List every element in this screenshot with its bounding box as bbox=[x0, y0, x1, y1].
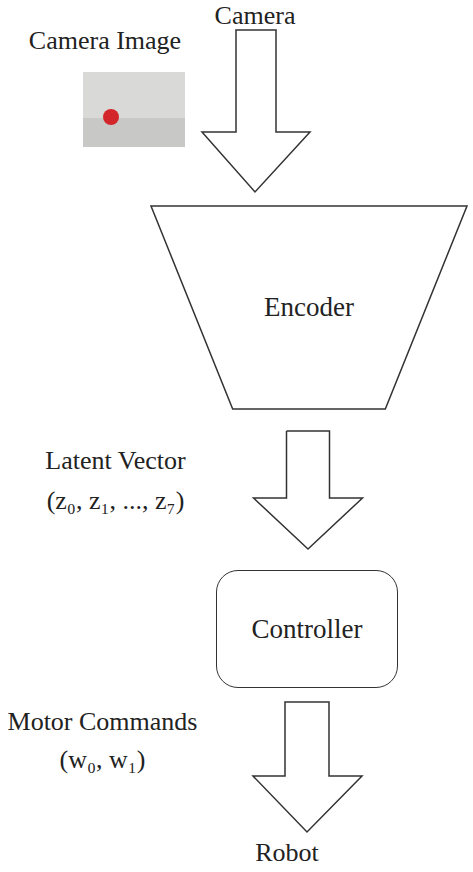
output-arrow bbox=[253, 702, 362, 832]
red-ball bbox=[103, 109, 119, 125]
text-label: Camera Image bbox=[10, 22, 200, 60]
node-text: Controller bbox=[252, 614, 363, 645]
block-arrow bbox=[254, 431, 363, 549]
text-label: Robot bbox=[212, 834, 362, 872]
text-label: Motor Commands (w₀, w₁) bbox=[0, 703, 205, 779]
image-wall bbox=[83, 72, 185, 118]
text-label: Camera bbox=[180, 0, 330, 35]
trapezoid-shape bbox=[151, 206, 467, 409]
encoder-trapezoid: Encoder bbox=[150, 205, 468, 410]
camera-image bbox=[83, 72, 185, 147]
edge-label: Latent Vector (z₀, z₁, ..., z₇) bbox=[28, 441, 203, 521]
process-box: Controller bbox=[216, 570, 398, 688]
node-text: Encoder bbox=[264, 292, 354, 323]
input-arrow bbox=[202, 30, 310, 192]
image-floor bbox=[83, 118, 185, 147]
